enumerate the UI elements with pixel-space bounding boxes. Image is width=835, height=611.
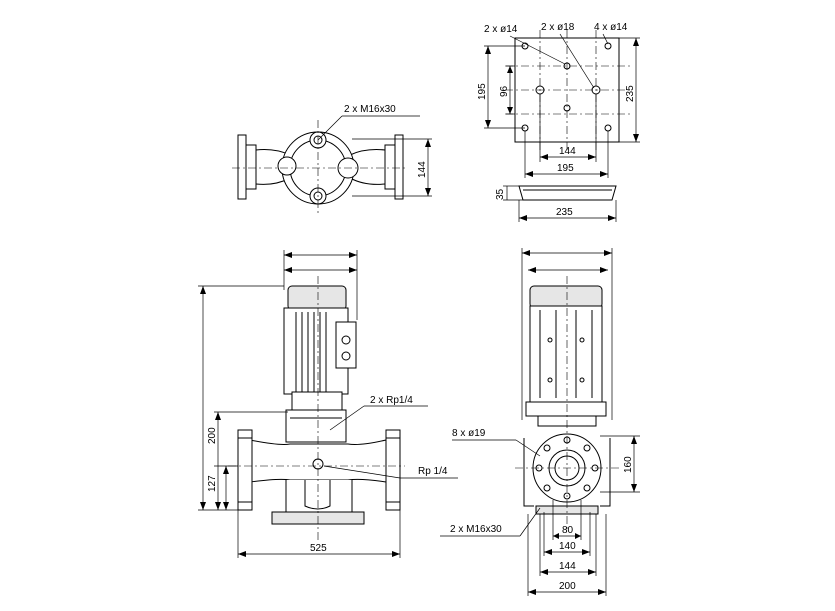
base-96-label: 96	[499, 85, 510, 97]
foot-235-label: 235	[556, 207, 573, 218]
front-525-label: 525	[310, 543, 327, 554]
side-motor-cap	[529, 285, 603, 309]
front-right-flange	[385, 429, 401, 511]
front-motor-stool	[291, 391, 343, 411]
foot-plate-view: 35 235	[495, 185, 617, 222]
side-160-label: 160	[623, 456, 634, 473]
base-195-v-label: 195	[477, 83, 488, 100]
base-hole-2x18-label: 2 x ø18	[541, 22, 575, 33]
side-motor-body	[529, 305, 603, 403]
front-127-label: 127	[207, 475, 218, 492]
top-view-bolt-label: 2 x M16x30	[344, 104, 396, 115]
base-235-v-label: 235	[625, 85, 636, 102]
top-view: 2 x M16x30 144	[232, 104, 432, 215]
side-flange-holes-label: 8 x ø19	[452, 428, 486, 439]
foot-plate	[518, 185, 617, 201]
side-stool	[525, 401, 607, 417]
base-hole-2x14-label: 2 x ø14	[484, 24, 518, 35]
side-bolts-label: 2 x M16x30	[450, 524, 502, 535]
side-144-label: 144	[559, 561, 576, 572]
front-rp-top-label: 2 x Rp1/4	[370, 395, 413, 406]
front-motor-cap	[287, 285, 347, 311]
front-terminal-box	[335, 321, 357, 369]
foot-35-label: 35	[495, 188, 506, 200]
front-rp-label: Rp 1/4	[418, 466, 448, 477]
front-left-flange	[237, 429, 253, 511]
top-right-flange	[394, 134, 404, 200]
top-view-144-label: 144	[417, 161, 428, 178]
base-195-h-label: 195	[557, 163, 574, 174]
top-left-flange	[237, 134, 247, 200]
side-200-label: 200	[559, 581, 576, 592]
front-view: 2 x Rp1/4 Rp 1/4 200 127 525	[198, 250, 458, 558]
base-144-h-label: 144	[559, 146, 576, 157]
side-140-label: 140	[559, 541, 576, 552]
side-view: 8 x ø19 160 2 x M16x30 80 140 144	[440, 248, 640, 596]
base-hole-4x14-label: 4 x ø14	[594, 22, 628, 33]
side-80-label: 80	[562, 525, 574, 536]
base-plate-view: 2 x ø14 2 x ø18 4 x ø14 195 96 235 144	[477, 22, 640, 178]
front-200-label: 200	[207, 427, 218, 444]
